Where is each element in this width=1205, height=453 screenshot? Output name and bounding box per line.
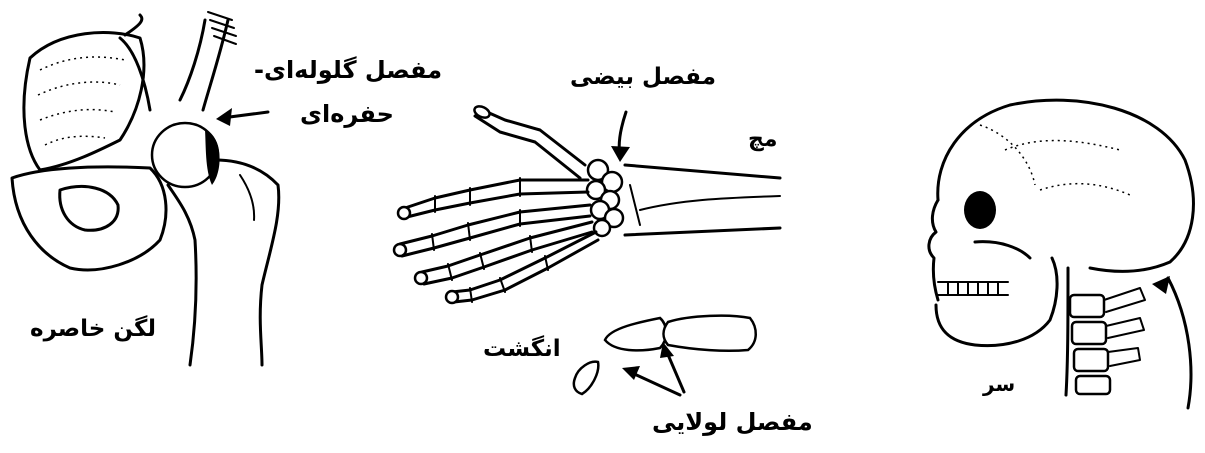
- ellipsoid-joint-label: مفصل بیضی: [570, 64, 716, 90]
- hinge-joint-label: مفصل لولایی: [652, 408, 813, 436]
- finger-bones: [394, 178, 598, 303]
- wrist-label: مچ: [748, 127, 777, 152]
- head-label: سر: [983, 372, 1015, 396]
- finger-label: انگشت: [483, 336, 561, 362]
- ball-socket-joint-label-line2: حفره‌ای: [300, 100, 394, 128]
- skull-illustration: [929, 100, 1194, 408]
- hip-joint-illustration: [12, 12, 279, 365]
- pelvis-label: لگن خاصره: [30, 316, 156, 342]
- ball-socket-joint-label: مفصل گلوله‌ای-: [254, 56, 442, 84]
- hinge-joint-illustration: [574, 316, 756, 395]
- hand-illustration: [394, 104, 780, 303]
